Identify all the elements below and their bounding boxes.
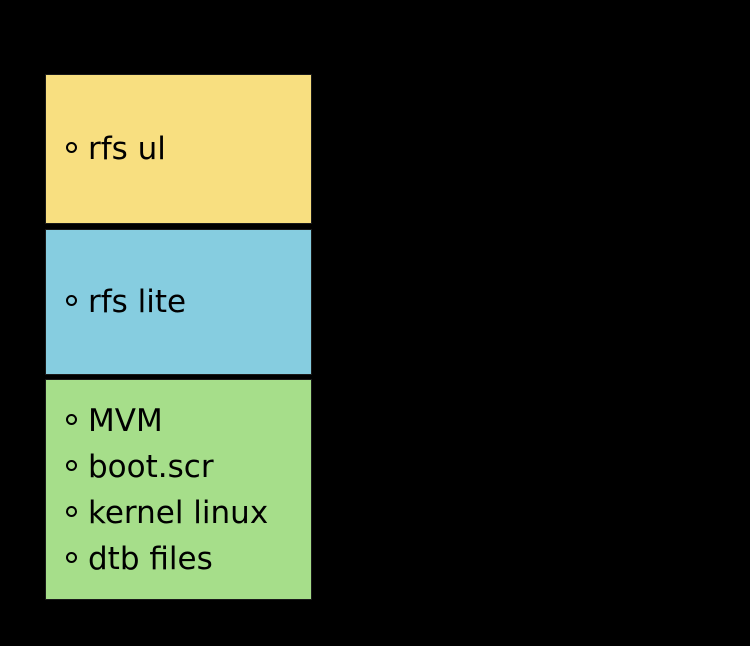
hollow-circle-bullet-icon	[66, 413, 77, 425]
hollow-circle-bullet-icon	[66, 295, 77, 306]
block-boot-assets: MVM boot.scr kernel linux dtb files	[45, 379, 312, 600]
hollow-circle-bullet-icon	[66, 505, 77, 517]
list-item-label: kernel linux	[88, 494, 269, 531]
list-item: rfs lite	[66, 279, 311, 325]
block-item-list: MVM boot.scr kernel linux dtb files	[66, 398, 311, 582]
block-rfs-lite: rfs lite	[45, 229, 312, 375]
hollow-circle-bullet-icon	[66, 551, 77, 563]
list-item: rfs ul	[66, 126, 311, 172]
list-item: MVM	[66, 398, 311, 444]
block-rfs-ul: rfs ul	[45, 74, 312, 224]
block-item-list: rfs ul	[66, 126, 311, 172]
list-item-label: rfs lite	[88, 284, 187, 320]
list-item-label: boot.scr	[88, 448, 214, 485]
list-item: boot.scr	[66, 444, 311, 490]
list-item-label: rfs ul	[88, 131, 166, 167]
hollow-circle-bullet-icon	[66, 142, 77, 153]
list-item-label: MVM	[88, 402, 163, 439]
list-item-label: dtb files	[88, 540, 213, 577]
list-item: dtb files	[66, 536, 311, 582]
block-item-list: rfs lite	[66, 279, 311, 325]
list-item: kernel linux	[66, 490, 311, 536]
hollow-circle-bullet-icon	[66, 459, 77, 471]
